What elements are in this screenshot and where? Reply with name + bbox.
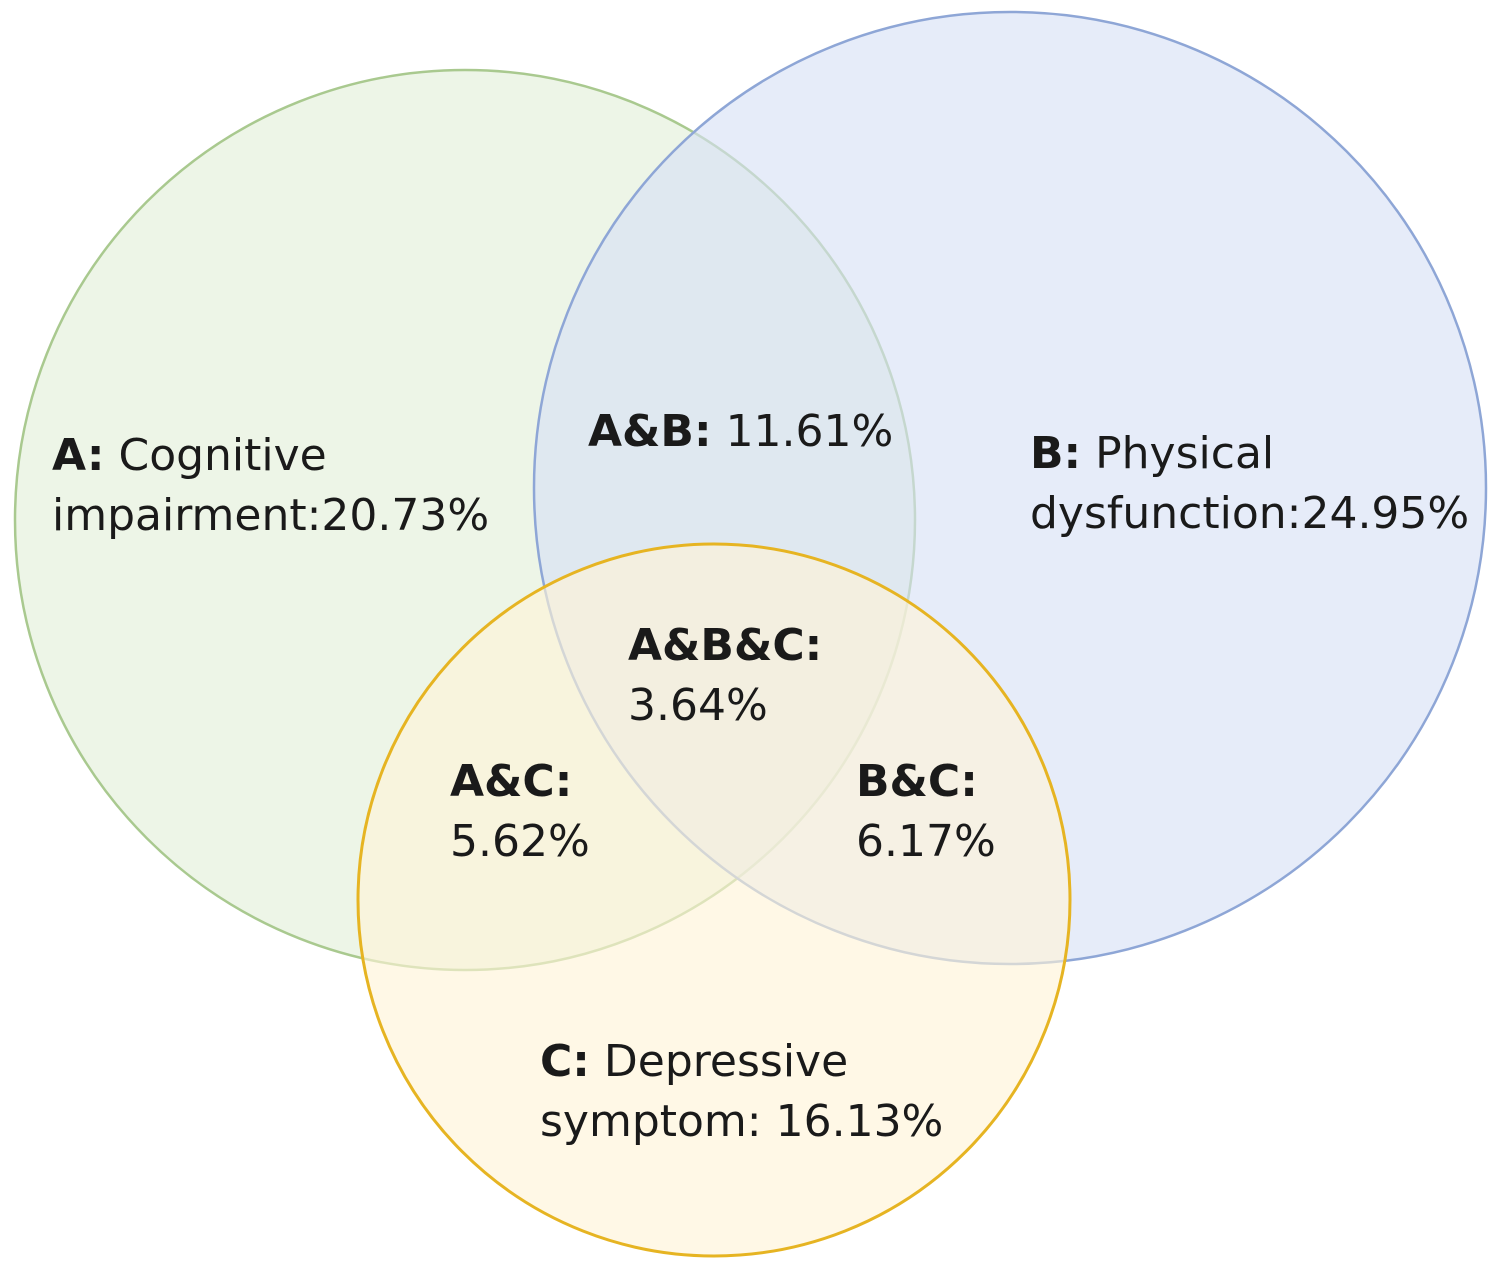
set-c-name: Depressive bbox=[603, 1036, 849, 1087]
intersection-ab-key: A&B: bbox=[588, 406, 712, 457]
set-b-value: dysfunction:24.95% bbox=[1030, 488, 1470, 539]
set-c-label: C: Depressive symptom: 16.13% bbox=[540, 1032, 943, 1152]
intersection-abc-label: A&B&C: 3.64% bbox=[628, 616, 822, 736]
intersection-bc-key: B&C: bbox=[856, 756, 978, 807]
intersection-bc-value: 6.17% bbox=[856, 816, 996, 867]
set-b-label: B: Physical dysfunction:24.95% bbox=[1030, 424, 1469, 544]
set-c-value: symptom: 16.13% bbox=[540, 1096, 944, 1147]
intersection-ab-value: 11.61% bbox=[725, 406, 894, 457]
set-b-name: Physical bbox=[1095, 428, 1275, 479]
intersection-abc-value: 3.64% bbox=[628, 680, 768, 731]
set-a-key: A: bbox=[52, 430, 105, 481]
set-c-key: C: bbox=[540, 1036, 590, 1087]
set-a-name: Cognitive bbox=[118, 430, 327, 481]
set-a-value: impairment:20.73% bbox=[52, 490, 490, 541]
set-a-label: A: Cognitive impairment:20.73% bbox=[52, 426, 489, 546]
set-c-circle bbox=[356, 542, 1072, 1258]
intersection-bc-label: B&C: 6.17% bbox=[856, 752, 996, 872]
intersection-ac-key: A&C: bbox=[450, 756, 573, 807]
intersection-abc-key: A&B&C: bbox=[628, 620, 823, 671]
set-b-key: B: bbox=[1030, 428, 1082, 479]
intersection-ac-label: A&C: 5.62% bbox=[450, 752, 590, 872]
intersection-ab-label: A&B: 11.61% bbox=[588, 402, 893, 462]
intersection-ac-value: 5.62% bbox=[450, 816, 590, 867]
